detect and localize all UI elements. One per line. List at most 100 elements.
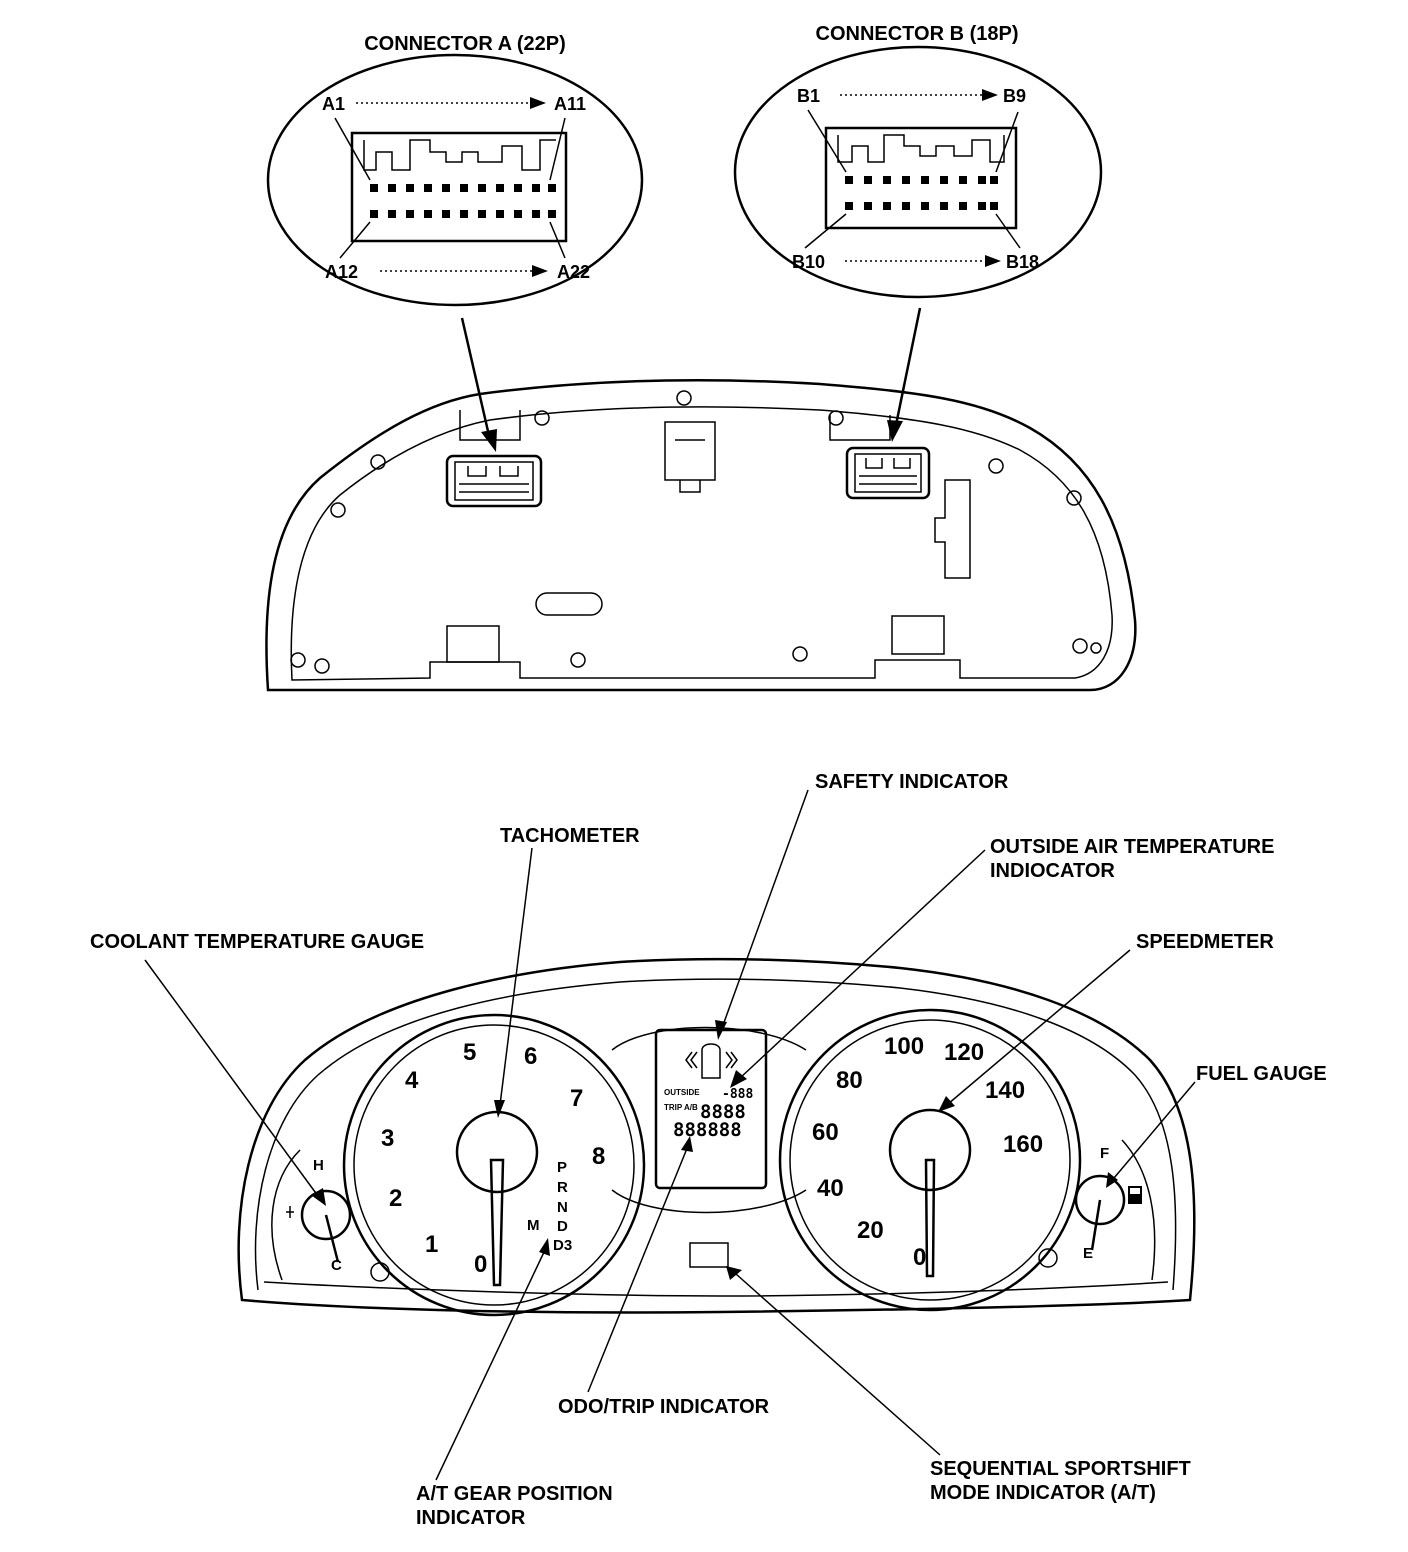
rear-connector-b <box>845 446 931 500</box>
arrowhead <box>532 265 548 277</box>
gear-letter-n: N <box>557 1199 568 1216</box>
thermometer-icon <box>286 1206 294 1218</box>
connector-b-pin-row-top <box>845 176 998 184</box>
connector-b-latch-profile <box>837 134 1005 163</box>
fuel-gauge-needle <box>1090 1199 1102 1251</box>
tach-number-4: 4 <box>405 1067 419 1094</box>
safety-wave-icon <box>685 1051 738 1069</box>
speedometer-needle <box>924 1158 936 1278</box>
speed-number-120: 120 <box>944 1039 984 1066</box>
arrowhead <box>539 1238 550 1256</box>
coolant-mark-cold: C <box>331 1257 342 1274</box>
leader-outside-air <box>739 849 986 1079</box>
pin-label-a22: A22 <box>557 262 590 282</box>
connector-b-magnifier <box>733 45 1103 299</box>
gear-letter-p: P <box>557 1159 567 1176</box>
leader-odo-trip <box>587 1145 689 1393</box>
pin-label-b18: B18 <box>1006 252 1039 272</box>
leader-gear-position <box>435 1249 546 1481</box>
arrowhead <box>985 255 1001 267</box>
callout-sportshift-line1: SEQUENTIAL SPORTSHIFT <box>930 1458 1191 1480</box>
callout-gear-line2: INDICATOR <box>416 1507 526 1529</box>
coolant-gauge-needle <box>324 1214 340 1263</box>
leader-line-a1 <box>334 117 371 181</box>
speed-number-60: 60 <box>812 1119 839 1146</box>
speed-number-140: 140 <box>985 1077 1025 1104</box>
housing-outline <box>265 379 1137 692</box>
callout-outside-air-line2: INDIOCATOR <box>990 860 1115 882</box>
cluster-rear-housing <box>265 307 1137 692</box>
leader-sportshift <box>735 1273 941 1456</box>
speedometer-inner-ring <box>789 1019 1071 1301</box>
connector-a-detail: CONNECTOR A (22P) A1 A11 A12 A22 <box>266 33 644 307</box>
housing-inner-outline <box>290 406 1113 681</box>
speed-number-20: 20 <box>857 1217 884 1244</box>
leader-speedmeter <box>947 949 1131 1105</box>
arrowhead <box>681 1136 693 1152</box>
tachometer-outer-ring <box>342 1013 646 1317</box>
right-side-bracket <box>934 479 971 579</box>
arrowhead <box>494 1100 505 1118</box>
center-display-frame <box>654 1028 768 1190</box>
vent-slot <box>535 592 603 616</box>
fuel-pump-icon <box>1128 1186 1142 1204</box>
connector-a-body <box>350 131 568 243</box>
odo-digits: 888888 <box>673 1119 742 1141</box>
gear-letter-m: M <box>527 1217 540 1234</box>
pin-label-b9: B9 <box>1003 86 1026 106</box>
leader-fuel <box>1113 1081 1196 1179</box>
cluster-bottom-trim <box>263 1281 1169 1297</box>
arrowhead <box>715 1020 727 1040</box>
coolant-mark-hot: H <box>313 1157 324 1174</box>
outside-label: OUTSIDE <box>664 1088 700 1097</box>
callout-odo-trip: ODO/TRIP INDICATOR <box>558 1396 770 1418</box>
cluster-front-face: H C 0 1 2 3 4 5 6 7 8 P R N D D3 M <box>237 957 1196 1317</box>
tach-number-8: 8 <box>592 1143 605 1170</box>
callout-speedmeter: SPEEDMETER <box>1136 931 1274 953</box>
arrowhead <box>311 1188 326 1206</box>
fuel-mark-full: F <box>1100 1145 1109 1162</box>
coolant-temperature-gauge: H C <box>271 1149 390 1282</box>
rear-connector-a <box>445 454 543 508</box>
speedometer-hub <box>888 1108 972 1192</box>
speedometer-outer-ring <box>778 1008 1082 1312</box>
arrowhead <box>982 89 998 101</box>
connector-b-title: CONNECTOR B (18P) <box>816 23 1019 45</box>
tach-number-0: 0 <box>474 1251 487 1278</box>
leader-safety <box>721 789 809 1029</box>
leader-line-b9 <box>995 111 1019 173</box>
bottom-tab-left <box>446 625 500 663</box>
callout-outside-air-line1: OUTSIDE AIR TEMPERATURE <box>990 836 1274 858</box>
speed-number-160: 160 <box>1003 1131 1043 1158</box>
speed-number-0: 0 <box>913 1244 926 1271</box>
leader-line-a22 <box>549 221 566 259</box>
tach-number-1: 1 <box>425 1231 438 1258</box>
leader-line-b18 <box>995 213 1021 249</box>
rear-connector-b-pins <box>859 458 917 485</box>
tach-number-2: 2 <box>389 1185 402 1212</box>
leader-line-a11 <box>549 117 566 181</box>
gear-letter-d3: D3 <box>553 1237 572 1254</box>
callout-safety-indicator: SAFETY INDICATOR <box>815 771 1009 793</box>
rear-connector-b-inner <box>854 453 922 493</box>
gear-letter-d: D <box>557 1218 568 1235</box>
arrowhead <box>726 1266 742 1280</box>
leader-coolant <box>144 959 319 1197</box>
connector-a-title: CONNECTOR A (22P) <box>364 33 566 55</box>
connector-a-magnifier <box>266 53 644 307</box>
trip-label: TRIP A/B <box>664 1103 698 1112</box>
bottom-tab-right <box>891 615 945 655</box>
connector-b-body <box>824 126 1018 230</box>
tachometer-dial: 0 1 2 3 4 5 6 7 8 P R N D D3 M <box>342 1013 646 1317</box>
speedometer-dial: 0 20 40 60 80 100 120 140 160 <box>778 1008 1082 1312</box>
fuel-mark-empty: E <box>1083 1245 1093 1262</box>
safety-car-icon <box>701 1043 721 1079</box>
arrowhead <box>887 420 903 442</box>
center-display: OUTSIDE TRIP A/B -888 8888 888888 <box>654 1028 768 1268</box>
tach-number-5: 5 <box>463 1039 476 1066</box>
leader-tachometer <box>499 847 533 1106</box>
pin-label-a1: A1 <box>322 94 345 114</box>
connector-a-pin-row-bottom <box>370 210 556 218</box>
callout-tachometer: TACHOMETER <box>500 825 640 847</box>
